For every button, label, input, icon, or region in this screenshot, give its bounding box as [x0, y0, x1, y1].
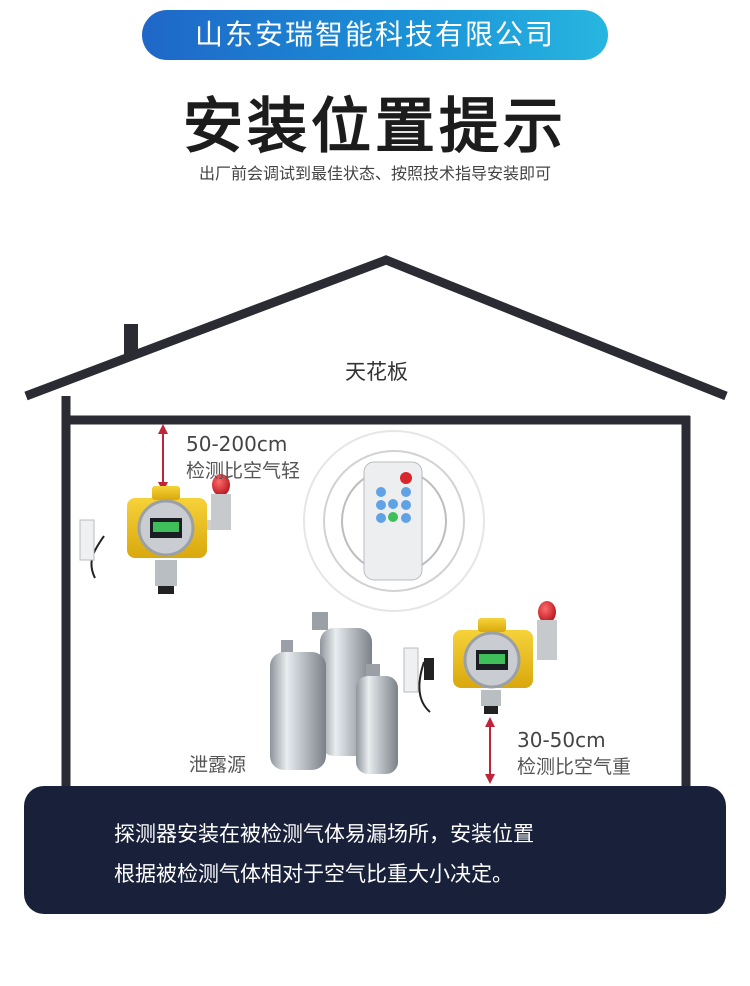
- page-title: 安装位置提示: [183, 92, 567, 162]
- heavier-gas-height: 30-50cm: [517, 728, 606, 752]
- roof-line: [24, 255, 728, 401]
- lower-height-arrow: [485, 717, 495, 784]
- notice-line-1: 探测器安装在被检测气体易漏场所，安装位置: [114, 822, 534, 846]
- lighter-gas-height: 50-200cm: [186, 432, 288, 456]
- page-subtitle: 出厂前会调试到最佳状态、按照技术指导安装即可: [198, 164, 551, 183]
- notice-line-2: 根据被检测气体相对于空气比重大小决定。: [114, 862, 513, 886]
- gas-cylinder-icon: [270, 612, 398, 774]
- gas-detector-icon: [79, 486, 221, 594]
- upper-height-arrow: [158, 424, 168, 492]
- company-name-banner: 山东安瑞智能科技有限公司: [142, 10, 608, 60]
- heavier-gas-description: 检测比空气重: [517, 756, 632, 778]
- alarm-lamp-icon: [211, 474, 231, 530]
- lighter-gas-description: 检测比空气轻: [186, 460, 301, 482]
- chimney: [124, 324, 138, 354]
- installation-notice: 探测器安装在被检测气体易漏场所，安装位置 根据被检测气体相对于空气比重大小决定。: [24, 786, 726, 914]
- power-adapter-icon: [403, 647, 434, 713]
- lower-gas-detector-icon: [453, 601, 557, 714]
- ceiling-label: 天花板: [345, 360, 408, 384]
- remote-control-icon: [303, 430, 485, 612]
- leak-source-label: 泄露源: [189, 754, 247, 776]
